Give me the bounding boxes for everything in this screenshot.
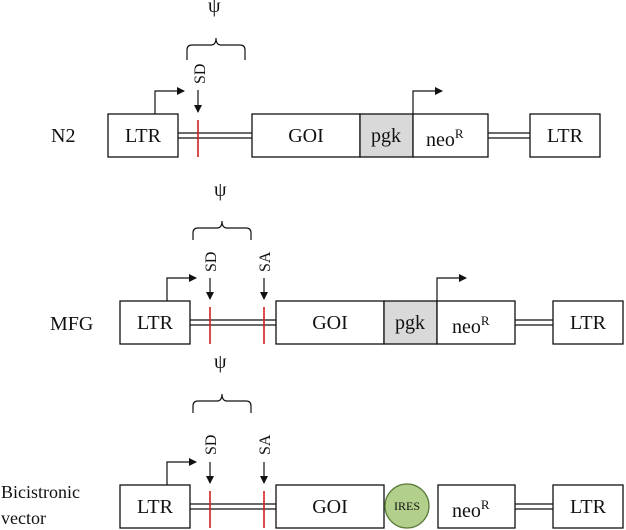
promoter-arrow-ltr [166, 458, 197, 485]
neo-box [437, 484, 516, 529]
construct-name-line1: Bicistronic [1, 482, 80, 502]
goi-label: GOI [288, 125, 324, 147]
ltr-left-label: LTR [137, 312, 174, 334]
pgk-label: pgk [395, 312, 425, 334]
pgk-label: pgk [371, 125, 401, 147]
pgk-box [359, 113, 414, 158]
ltr-right-box [552, 300, 624, 345]
construct-n2: N2 ψ SD LTR GOI pgk neoR LTR [51, 0, 601, 158]
sd-label: SD [192, 64, 209, 84]
pgk-box [383, 300, 438, 345]
construct-mfg: MFG ψ SD SA LTR GOI pgk neoR LTR [50, 179, 624, 345]
psi-brace [192, 220, 252, 240]
neo-box [436, 300, 516, 345]
neo-label: neoR [452, 497, 490, 522]
ires-element [384, 483, 430, 529]
construct-name-n2: N2 [51, 125, 75, 147]
goi-box [251, 113, 361, 158]
construct-bicistronic: Bicistronic vector ψ SD SA LTR GOI IRES … [1, 351, 624, 529]
ltr-right-label: LTR [547, 125, 584, 147]
ltr-left-label: LTR [137, 496, 174, 518]
neo-box [412, 113, 489, 158]
promoter-arrow-ltr [154, 87, 185, 114]
psi-brace [186, 37, 246, 60]
construct-name-line2: vector [1, 508, 46, 528]
psi-label: ψ [208, 0, 221, 17]
psi-label: ψ [214, 179, 227, 201]
ires-label: IRES [394, 499, 420, 513]
ltr-right-box [552, 484, 624, 529]
sd-label: SD [203, 435, 220, 455]
promoter-arrow-ltr [166, 274, 197, 301]
goi-label: GOI [312, 312, 348, 334]
ltr-right-label: LTR [570, 496, 607, 518]
sa-label: SA [257, 434, 274, 455]
ltr-left-box [119, 300, 191, 345]
psi-brace [192, 393, 252, 413]
promoter-arrow-pgk [436, 274, 467, 301]
ltr-left-box [119, 484, 191, 529]
ltr-right-box [529, 113, 601, 158]
goi-box [275, 300, 385, 345]
sd-label: SD [203, 252, 220, 272]
psi-label: ψ [214, 351, 227, 373]
sa-label: SA [257, 251, 274, 272]
ltr-left-box [107, 113, 179, 158]
goi-label: GOI [312, 496, 348, 518]
ltr-right-label: LTR [570, 312, 607, 334]
construct-name-mfg: MFG [50, 313, 93, 335]
ltr-left-label: LTR [125, 125, 162, 147]
promoter-arrow-pgk [412, 87, 443, 114]
goi-box [275, 484, 385, 529]
neo-label: neoR [452, 313, 490, 338]
neo-label: neoR [426, 126, 464, 151]
